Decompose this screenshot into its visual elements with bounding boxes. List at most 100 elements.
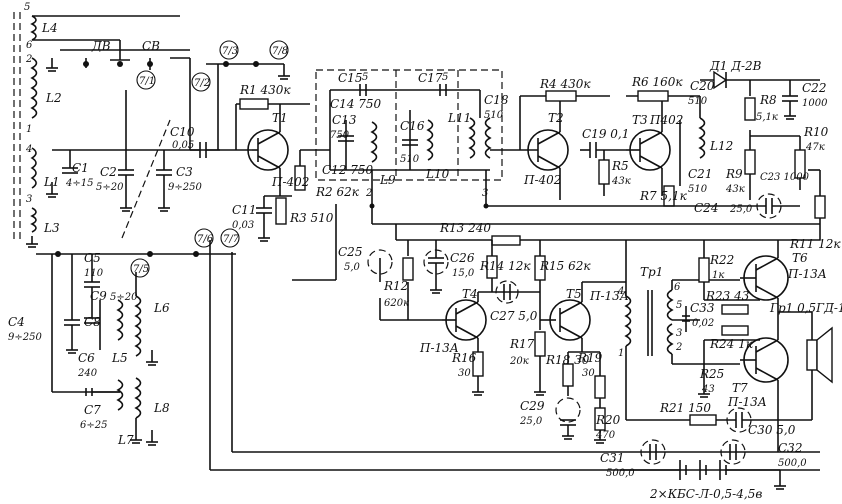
- value-r22: 1к: [712, 270, 724, 281]
- label-r3: R3 510: [289, 211, 334, 225]
- label-L3: L3: [43, 221, 60, 235]
- resistor-r12: [402, 257, 414, 281]
- tr1-pin-2: 2: [675, 342, 682, 353]
- label-c2: C2: [100, 165, 117, 179]
- label-r6: R6 160к: [631, 75, 683, 89]
- label-L6: L6: [153, 301, 170, 315]
- value-c20: 510: [688, 96, 708, 107]
- resistor-r20: [594, 407, 606, 431]
- resistor-r5: [598, 159, 610, 185]
- model-t6: П-13А: [787, 267, 827, 281]
- label-c22: C22: [802, 81, 826, 95]
- switch-contact: [147, 251, 153, 257]
- label-c14: C14 750: [330, 97, 382, 111]
- c25-circle: [367, 249, 393, 275]
- label-c23: C23 1000: [760, 172, 810, 183]
- pin-7-7-label: 7/7: [223, 234, 240, 245]
- label-c25: C25: [338, 245, 362, 259]
- resistor-r19: [594, 375, 606, 399]
- resistor-r11: [814, 195, 826, 219]
- output-stage: [624, 240, 813, 452]
- label-r20: R20: [595, 413, 621, 427]
- value-r20: 470: [595, 430, 616, 441]
- resistor-r16: [472, 351, 484, 377]
- label-t1: T1: [272, 111, 288, 125]
- resistor-r1-body: [239, 98, 269, 110]
- coil-pin-4: 4: [25, 144, 32, 155]
- resistor-r21: [689, 414, 717, 426]
- value-c25: 5,0: [344, 262, 361, 273]
- label-r21: R21 150: [659, 401, 711, 415]
- pin-7-3: [219, 40, 239, 60]
- model-t1: П-402: [271, 175, 309, 189]
- label-c5: C5: [84, 251, 101, 265]
- label-r11: R11 12к: [789, 237, 841, 251]
- switch-contact: [223, 61, 229, 67]
- switch-contact: [147, 61, 153, 67]
- label-r7: R7 5,1к: [639, 189, 688, 203]
- t3-stage: [626, 95, 706, 196]
- node-2: 2: [365, 188, 372, 199]
- resistor-r24: [721, 325, 749, 336]
- label-t6: T6: [792, 251, 808, 265]
- pin-7-1-label: 7/1: [139, 76, 155, 87]
- value-r17: 20к: [509, 356, 529, 367]
- value-c6: 240: [77, 368, 98, 379]
- pin-7-6: [194, 228, 214, 248]
- c26-circle: [423, 249, 449, 275]
- switch-contact: [117, 61, 123, 67]
- label-dv: ДВ: [91, 39, 111, 53]
- label-c24: C24: [694, 201, 718, 215]
- coil-pin-1: 1: [26, 124, 32, 135]
- tr1-pin-6: 6: [674, 282, 681, 293]
- label-t7: T7: [732, 381, 748, 395]
- t1-stage: [235, 103, 310, 242]
- gang-link: [121, 119, 171, 239]
- if-filter: [300, 84, 520, 206]
- label-c12: C12 750: [322, 163, 374, 177]
- value-c10: 0,05: [172, 140, 194, 151]
- switch-contact: [253, 61, 259, 67]
- tr1-pin-1: 1: [618, 348, 624, 359]
- label-L2: L2: [45, 91, 62, 105]
- value-c17: 5: [442, 72, 448, 83]
- label-c20: C20: [690, 79, 715, 93]
- pin-7-2: [191, 72, 211, 92]
- value-c24: 25,0: [729, 204, 753, 215]
- tr1-pin-4: 4: [617, 286, 624, 297]
- value-c5: 110: [84, 268, 104, 279]
- label-r5: R5: [611, 159, 629, 173]
- label-r22: R22: [709, 253, 734, 267]
- label-r16: R16: [451, 351, 477, 365]
- label-c26: C26: [450, 251, 475, 265]
- label-c17: C17: [418, 71, 443, 85]
- label-r14: R14 12к: [479, 259, 531, 273]
- label-c21: C21: [688, 167, 712, 181]
- pin-7-8: [269, 40, 289, 60]
- speaker-icon: [816, 326, 833, 384]
- label-c3: C3: [176, 165, 193, 179]
- model-t7: П-13А: [727, 395, 767, 409]
- resistor-r15: [534, 255, 546, 281]
- pin-7-3-label: 7/3: [222, 46, 238, 57]
- c27-capacitor: [503, 284, 511, 300]
- resistor-r13: [491, 235, 521, 246]
- pin-7-5: [130, 258, 150, 278]
- resistor-r6: [637, 90, 669, 102]
- bus-lines: [209, 204, 820, 471]
- pin-7-5-label: 7/5: [133, 264, 149, 275]
- label-battery: 2×КБС-Л-0,5-4,5в: [649, 487, 762, 501]
- resistor-r3: [275, 197, 287, 225]
- label-r15: R15 62к: [539, 259, 591, 273]
- potentiometer-r10: [794, 149, 806, 179]
- value-c2: 5÷20: [96, 182, 124, 193]
- pin-7-7: [220, 228, 240, 248]
- label-c9: C9: [90, 289, 107, 303]
- label-r24: R24 1к: [709, 337, 754, 351]
- t4-stage: [379, 240, 540, 396]
- label-c15: C15: [338, 71, 362, 85]
- value-r25: 43: [701, 384, 715, 395]
- value-c31: 500,0: [606, 468, 635, 479]
- label-t4: T4: [462, 287, 478, 301]
